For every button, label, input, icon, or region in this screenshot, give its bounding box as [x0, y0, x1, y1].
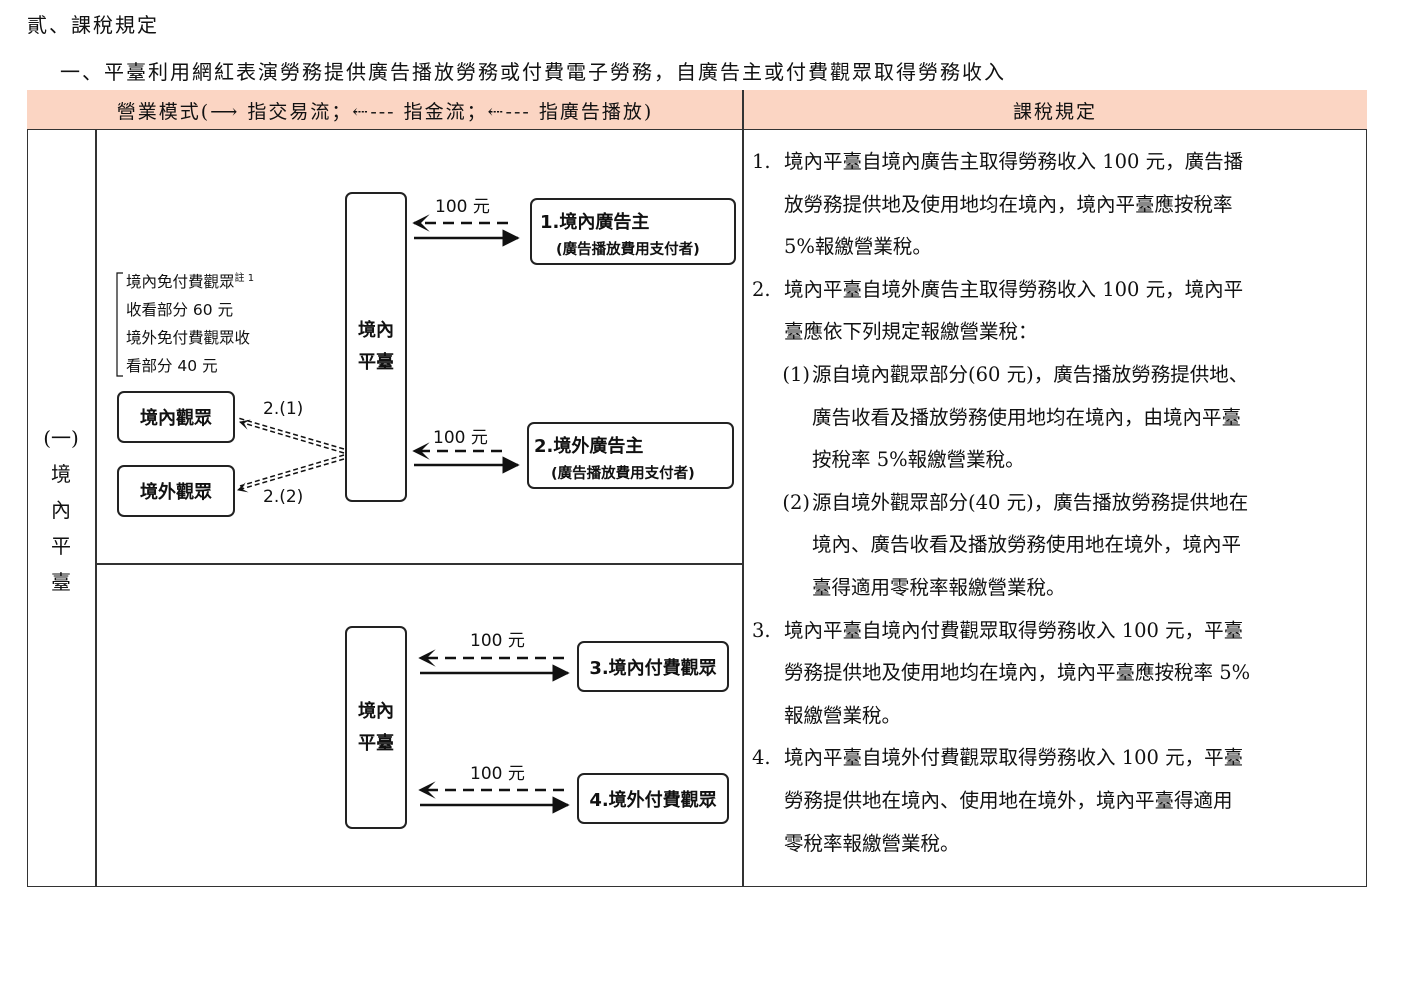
ad-broadcast-foreign — [239, 454, 345, 487]
rule-line: 勞務提供地在境內、使用地在境外，境內平臺得適用 — [784, 788, 1233, 812]
paying-audience-foreign-box: 4.境外付費觀眾 — [577, 773, 729, 824]
row-label-divider — [95, 130, 97, 887]
rule-subitem: (2) 源自境外觀眾部分(40 元)，廣告播放勞務提供地在 境內、廣告收看及播放… — [752, 482, 1364, 610]
row-label-part: 臺 — [51, 570, 71, 594]
audience-foreign-label: 境外觀眾 — [140, 482, 212, 503]
row-label-domestic-platform: (一) 境 內 平 臺 — [27, 420, 95, 600]
note-bracket — [116, 272, 123, 377]
header-tax-rules: 課稅規定 — [1012, 100, 1097, 123]
rule-line: 臺應依下列規定報繳營業稅： — [784, 320, 1038, 344]
rule-line: 放勞務提供地及使用地均在境內，境內平臺應按稅率 — [784, 192, 1233, 216]
amount-label-4: 100 元 — [470, 764, 525, 784]
amount-label-1: 100 元 — [435, 197, 490, 217]
audience-domestic-label: 境內觀眾 — [140, 408, 212, 429]
rule-item: 1. 境內平臺自境內廣告主取得勞務收入 100 元，廣告播 放勞務提供地及使用地… — [752, 141, 1364, 269]
rule-line: 源自境外觀眾部分(40 元)，廣告播放勞務提供地在 — [812, 490, 1249, 514]
note-line: 看部分 40 元 — [126, 357, 218, 376]
rule-line: 境內平臺自境內廣告主取得勞務收入 100 元，廣告播 — [784, 150, 1244, 173]
note-line: 境外免付費觀眾收 — [126, 329, 251, 348]
rule-item: 3. 境內平臺自境內付費觀眾取得勞務收入 100 元，平臺 勞務提供地及使用地均… — [752, 610, 1364, 738]
diagram-divider — [95, 563, 743, 565]
row-label-part: 內 — [51, 498, 71, 522]
advertiser-foreign-sub: (廣告播放費用支付者) — [551, 466, 695, 482]
paying-audience-domestic-box: 3.境內付費觀眾 — [577, 641, 729, 692]
rule-line: 境內、廣告收看及播放勞務使用地在境外，境內平 — [812, 533, 1242, 557]
platform-label-line: 境內 — [358, 700, 394, 722]
rule-line: 勞務提供地及使用地均在境內，境內平臺應按稅率 5% — [784, 661, 1251, 685]
rule-line: 源自境內觀眾部分(60 元)，廣告播放勞務提供地、 — [812, 362, 1249, 386]
platform-box-bottom: 境內 平臺 — [345, 626, 407, 829]
platform-label-line: 境內 — [358, 320, 394, 341]
column-divider — [742, 90, 744, 887]
rule-number: 4. — [752, 746, 771, 770]
rule-line: 境內平臺自境外廣告主取得勞務收入 100 元，境內平 — [784, 277, 1244, 301]
flow-label-2-1: 2.(1) — [263, 399, 304, 419]
rule-number: 1. — [752, 150, 771, 173]
row-label-part: (一) — [43, 426, 79, 450]
platform-box-top: 境內 平臺 — [345, 192, 407, 502]
platform-label-line: 平臺 — [358, 732, 394, 754]
rule-line: 按稅率 5%報繳營業稅。 — [812, 448, 1025, 472]
rule-number: (2) — [782, 490, 810, 514]
section-heading: 貳、課稅規定 — [27, 13, 159, 37]
advertiser-domestic-sub: (廣告播放費用支付者) — [556, 242, 700, 258]
amount-label-3: 100 元 — [470, 631, 525, 651]
advertiser-foreign-box: 2.境外廣告主 (廣告播放費用支付者) — [527, 422, 734, 489]
ad-broadcast-domestic — [237, 417, 345, 450]
audience-domestic-box: 境內觀眾 — [117, 391, 235, 443]
platform-label-line: 平臺 — [358, 352, 394, 373]
note-line: 境內免付費觀眾 — [126, 273, 235, 292]
subsection-heading: 一、平臺利用網紅表演勞務提供廣告播放勞務或付費電子勞務，自廣告主或付費觀眾取得勞… — [60, 60, 1006, 84]
note-line: 收看部分 60 元 — [126, 301, 234, 320]
rule-number: 3. — [752, 618, 771, 642]
row-label-part: 平 — [51, 534, 71, 558]
rule-line: 報繳營業稅。 — [784, 703, 902, 727]
rule-subitem: (1) 源自境內觀眾部分(60 元)，廣告播放勞務提供地、 廣告收看及播放勞務使… — [752, 354, 1364, 482]
rule-line: 5%報繳營業稅。 — [784, 235, 932, 259]
flow-label-2-2: 2.(2) — [263, 487, 304, 507]
paying-audience-foreign-label: 4.境外付費觀眾 — [589, 789, 717, 811]
rule-number: 2. — [752, 277, 771, 301]
rule-line: 境內平臺自境外付費觀眾取得勞務收入 100 元，平臺 — [784, 746, 1244, 770]
footnote-mark: 註 1 — [234, 273, 255, 284]
row-label-part: 境 — [51, 462, 71, 486]
advertiser-domestic-label: 1.境內廣告主 — [540, 212, 650, 233]
table-header-row — [27, 90, 1367, 130]
rule-item: 4. 境內平臺自境外付費觀眾取得勞務收入 100 元，平臺 勞務提供地在境內、使… — [752, 737, 1364, 865]
rule-line: 零稅率報繳營業稅。 — [784, 831, 960, 855]
free-audience-note: 境內免付費觀眾註 1 收看部分 60 元 境外免付費觀眾收 看部分 40 元 — [126, 265, 254, 380]
rule-item: 2. 境內平臺自境外廣告主取得勞務收入 100 元，境內平 臺應依下列規定報繳營… — [752, 269, 1364, 354]
rule-line: 廣告收看及播放勞務使用地均在境內，由境內平臺 — [812, 405, 1242, 429]
advertiser-foreign-label: 2.境外廣告主 — [534, 436, 644, 457]
rule-line: 境內平臺自境內付費觀眾取得勞務收入 100 元，平臺 — [784, 618, 1244, 642]
amount-label-2: 100 元 — [433, 428, 488, 448]
advertiser-domestic-box: 1.境內廣告主 (廣告播放費用支付者) — [530, 198, 736, 265]
header-business-model: 營業模式(⟶ 指交易流；⇠--- 指金流；⇠--- 指廣告播放) — [116, 100, 654, 123]
rule-line: 臺得適用零稅率報繳營業稅。 — [812, 575, 1066, 599]
rule-number: (1) — [782, 362, 810, 386]
paying-audience-domestic-label: 3.境內付費觀眾 — [589, 657, 717, 679]
tax-rules-list: 1. 境內平臺自境內廣告主取得勞務收入 100 元，廣告播 放勞務提供地及使用地… — [752, 141, 1364, 865]
audience-foreign-box: 境外觀眾 — [117, 465, 235, 517]
